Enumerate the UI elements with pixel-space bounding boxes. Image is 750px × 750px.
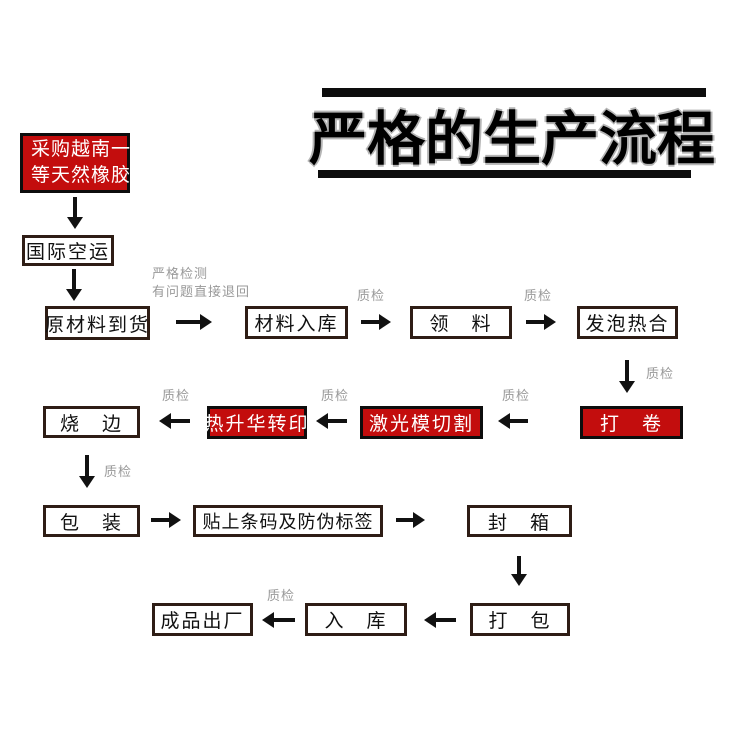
qc-label: 质检 <box>104 465 133 480</box>
node-rolling-label: 打 卷 <box>599 413 663 435</box>
node-packing: 打 包 <box>470 603 570 636</box>
node-barcode-label: 贴上条码及防伪标签 <box>193 505 383 537</box>
arrow-down-icon <box>619 360 635 393</box>
qc-label: 质检 <box>267 589 296 604</box>
qc-label: 质检 <box>646 367 675 382</box>
node-material-in: 材料入库 <box>245 306 348 339</box>
node-air-freight-label: 国际空运 <box>25 241 110 263</box>
arrow-down-icon <box>67 197 83 229</box>
node-factory-out: 成品出厂 <box>152 603 253 636</box>
node-packaging-label: 包 装 <box>59 511 123 534</box>
node-rolling: 打 卷 <box>580 406 683 439</box>
arrow-down-icon <box>66 269 82 301</box>
arrow-left-icon <box>424 612 456 628</box>
qc-label: 质检 <box>162 389 191 404</box>
strict-check-note-line2: 有问题直接退回 <box>152 285 251 301</box>
node-laser-die-cut-label: 激光模切割 <box>368 413 474 435</box>
arrow-right-icon <box>396 512 425 528</box>
node-seal-box: 封 箱 <box>467 505 572 537</box>
arrow-right-icon <box>176 314 212 330</box>
node-purchase-line2: 等天然橡胶 <box>31 164 132 186</box>
node-edge-burn: 烧 边 <box>43 406 140 438</box>
node-laser-die-cut: 激光模切割 <box>360 406 483 439</box>
node-foam-heat-seal: 发泡热合 <box>577 306 678 339</box>
node-picking-label: 领 料 <box>429 313 493 335</box>
title-bottom-bar <box>318 170 691 178</box>
node-seal-box-label: 封 箱 <box>487 511 551 534</box>
node-factory-out-label: 成品出厂 <box>160 610 245 632</box>
strict-check-note-line1: 严格检测 <box>152 267 209 282</box>
node-warehouse-in: 入 库 <box>305 603 407 636</box>
title-top-bar <box>322 88 706 97</box>
node-sublimation-print: 热升华转印 <box>204 406 310 439</box>
node-packaging: 包 装 <box>43 505 140 537</box>
qc-label: 质检 <box>321 389 350 404</box>
arrow-left-icon <box>316 413 347 429</box>
node-raw-arrival: 原材料到货 <box>45 306 150 340</box>
strict-check-note: 严格检测 有问题直接退回 <box>152 266 250 302</box>
node-barcode-label-text: 贴上条码及防伪标签 <box>202 512 374 533</box>
node-warehouse-in-label: 入 库 <box>324 610 388 632</box>
page-title: 严格的生产流程 <box>309 107 716 172</box>
node-air-freight: 国际空运 <box>22 235 114 266</box>
node-sublimation-print-label: 热升华转印 <box>204 413 310 435</box>
arrow-down-icon <box>511 556 527 586</box>
qc-label: 质检 <box>502 389 531 404</box>
node-material-in-label: 材料入库 <box>254 313 339 335</box>
arrow-left-icon <box>498 413 528 429</box>
arrow-right-icon <box>526 314 556 330</box>
qc-label: 质检 <box>524 289 553 304</box>
arrow-left-icon <box>262 612 295 628</box>
arrow-right-icon <box>361 314 391 330</box>
node-purchase: 采购越南一 等天然橡胶 <box>20 133 130 193</box>
node-raw-arrival-label: 原材料到货 <box>45 313 151 336</box>
node-foam-heat-seal-label: 发泡热合 <box>585 313 670 335</box>
node-purchase-line1: 采购越南一 <box>31 138 132 161</box>
qc-label: 质检 <box>357 289 386 304</box>
arrow-down-icon <box>79 455 95 488</box>
node-picking: 领 料 <box>410 306 512 339</box>
node-edge-burn-label: 烧 边 <box>59 412 123 435</box>
arrow-right-icon <box>151 512 181 528</box>
node-packing-label: 打 包 <box>488 610 552 632</box>
arrow-left-icon <box>159 413 190 429</box>
